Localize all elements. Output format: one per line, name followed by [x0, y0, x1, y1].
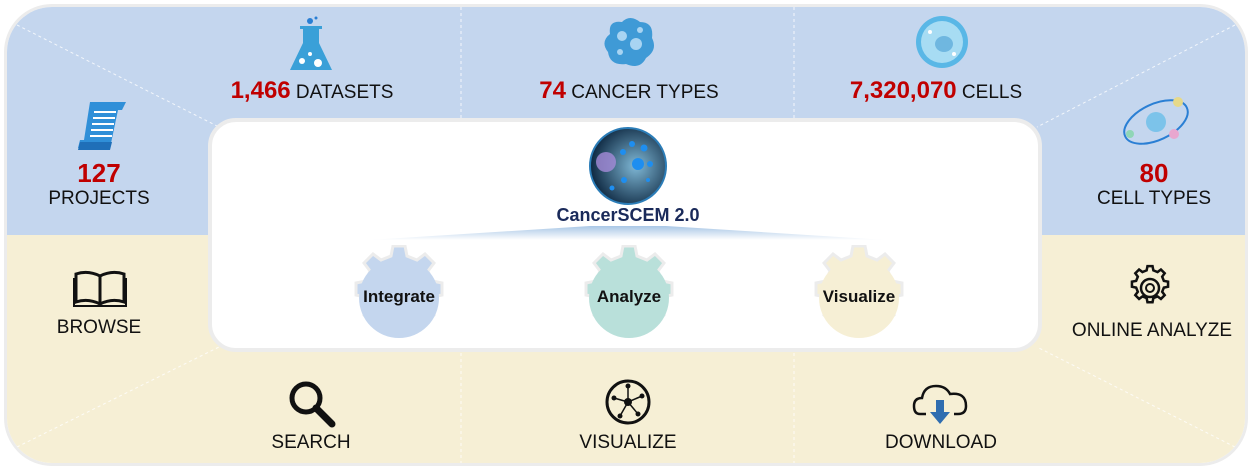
- cells-count: 7,320,070: [849, 77, 957, 104]
- cell-types-count: 80: [1139, 158, 1169, 188]
- cells-label: CELLS: [961, 82, 1023, 103]
- book-icon[interactable]: [72, 270, 128, 308]
- cancer-types-label: CANCER TYPES: [571, 82, 719, 103]
- datasets-count: 1,466: [230, 77, 291, 104]
- cell-icon: [916, 16, 968, 68]
- step-analyze: Analyze: [596, 287, 662, 306]
- datasets-label: DATASETS: [295, 82, 394, 103]
- projects-count: 127: [77, 158, 121, 188]
- visualize-link[interactable]: VISUALIZE: [579, 432, 677, 453]
- integrate-gear-icon: [354, 245, 444, 338]
- step-integrate: Integrate: [363, 287, 435, 306]
- browse-link[interactable]: BROWSE: [56, 317, 142, 338]
- download-link[interactable]: DOWNLOAD: [885, 432, 997, 453]
- projects-label: PROJECTS: [48, 188, 150, 209]
- scroll-icon: [78, 102, 126, 150]
- flask-icon: [290, 16, 332, 70]
- search-link[interactable]: SEARCH: [271, 432, 351, 453]
- network-visualize-icon[interactable]: [604, 378, 652, 426]
- online-analyze-link[interactable]: ONLINE ANALYZE: [1071, 320, 1233, 341]
- gear-icon[interactable]: [1126, 264, 1174, 312]
- app-title: CancerSCEM 2.0: [556, 205, 700, 225]
- cancer-types-count: 74: [539, 77, 566, 104]
- search-icon[interactable]: [286, 380, 340, 428]
- divider-lines: [16, 7, 1236, 463]
- cancer-cell-icon: [604, 18, 654, 66]
- cell-types-icon: [1123, 97, 1189, 145]
- visualize-gear-icon: [814, 245, 904, 338]
- cancerscem-logo: [589, 127, 667, 205]
- cloud-download-icon[interactable]: [912, 380, 970, 426]
- analyze-gear-icon: [584, 245, 674, 338]
- step-visualize: Visualize: [822, 287, 896, 306]
- cell-types-label: CELL TYPES: [1096, 188, 1212, 209]
- branch-connector: [370, 226, 886, 240]
